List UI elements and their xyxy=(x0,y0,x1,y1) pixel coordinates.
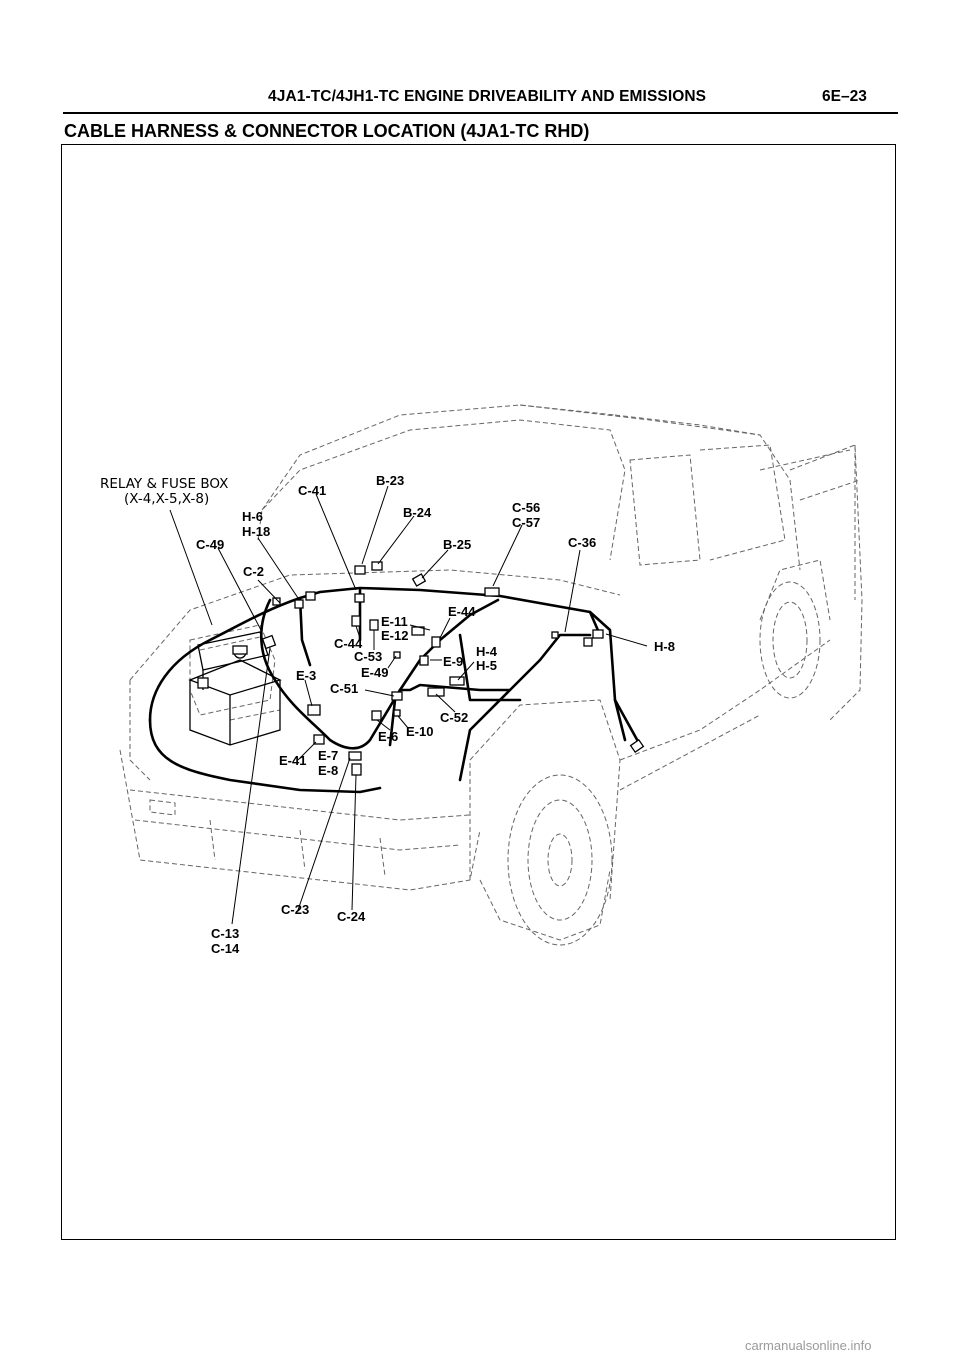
page-number: 6E–23 xyxy=(822,88,867,105)
label-e3: E-3 xyxy=(296,668,316,683)
vehicle-outline xyxy=(119,404,863,946)
label-b23: B-23 xyxy=(376,473,404,488)
label-c23: C-23 xyxy=(281,902,309,917)
label-h4: H-4 xyxy=(476,644,498,659)
figure-frame xyxy=(61,144,896,1240)
label-h8: H-8 xyxy=(654,639,675,654)
section-title: CABLE HARNESS & CONNECTOR LOCATION (4JA1… xyxy=(64,121,590,141)
label-e41: E-41 xyxy=(279,753,306,768)
label-e49: E-49 xyxy=(361,665,388,680)
relay-fuse-box-codes: (X-4,X-5,X-8) xyxy=(124,491,209,507)
label-e6: E-6 xyxy=(378,729,398,744)
label-c53: C-53 xyxy=(354,649,382,664)
label-c57: C-57 xyxy=(512,515,540,530)
label-c49: C-49 xyxy=(196,537,224,552)
label-e7: E-7 xyxy=(318,748,338,763)
label-e9: E-9 xyxy=(443,654,463,669)
wiring-harness xyxy=(148,586,642,794)
label-h18: H-18 xyxy=(242,524,270,539)
label-e44: E-44 xyxy=(448,604,476,619)
label-h6: H-6 xyxy=(242,509,263,524)
label-c13: C-13 xyxy=(211,926,239,941)
label-c36: C-36 xyxy=(568,535,596,550)
label-c14: C-14 xyxy=(211,941,240,956)
label-b24: B-24 xyxy=(403,505,432,520)
label-c44: C-44 xyxy=(334,636,363,651)
label-c24: C-24 xyxy=(337,909,366,924)
connector-labels: RELAY & FUSE BOX (X-4,X-5,X-8) C-41 B-23… xyxy=(100,473,675,956)
connectors xyxy=(197,561,645,776)
label-e11: E-11 xyxy=(381,614,408,629)
label-c56: C-56 xyxy=(512,500,540,515)
label-e8: E-8 xyxy=(318,763,338,778)
label-c52: C-52 xyxy=(440,710,468,725)
relay-fuse-box-label: RELAY & FUSE BOX xyxy=(100,476,228,492)
label-c51: C-51 xyxy=(330,681,358,696)
label-e10: E-10 xyxy=(406,724,433,739)
label-b25: B-25 xyxy=(443,537,471,552)
leader-lines xyxy=(169,485,648,925)
label-e12: E-12 xyxy=(381,628,408,643)
label-c41: C-41 xyxy=(298,483,326,498)
label-c2: C-2 xyxy=(243,564,264,579)
label-h5: H-5 xyxy=(476,658,497,673)
watermark: carmanualsonline.info xyxy=(745,1338,872,1353)
header-title: 4JA1-TC/4JH1-TC ENGINE DRIVEABILITY AND … xyxy=(268,88,707,105)
header-rule xyxy=(63,112,898,114)
